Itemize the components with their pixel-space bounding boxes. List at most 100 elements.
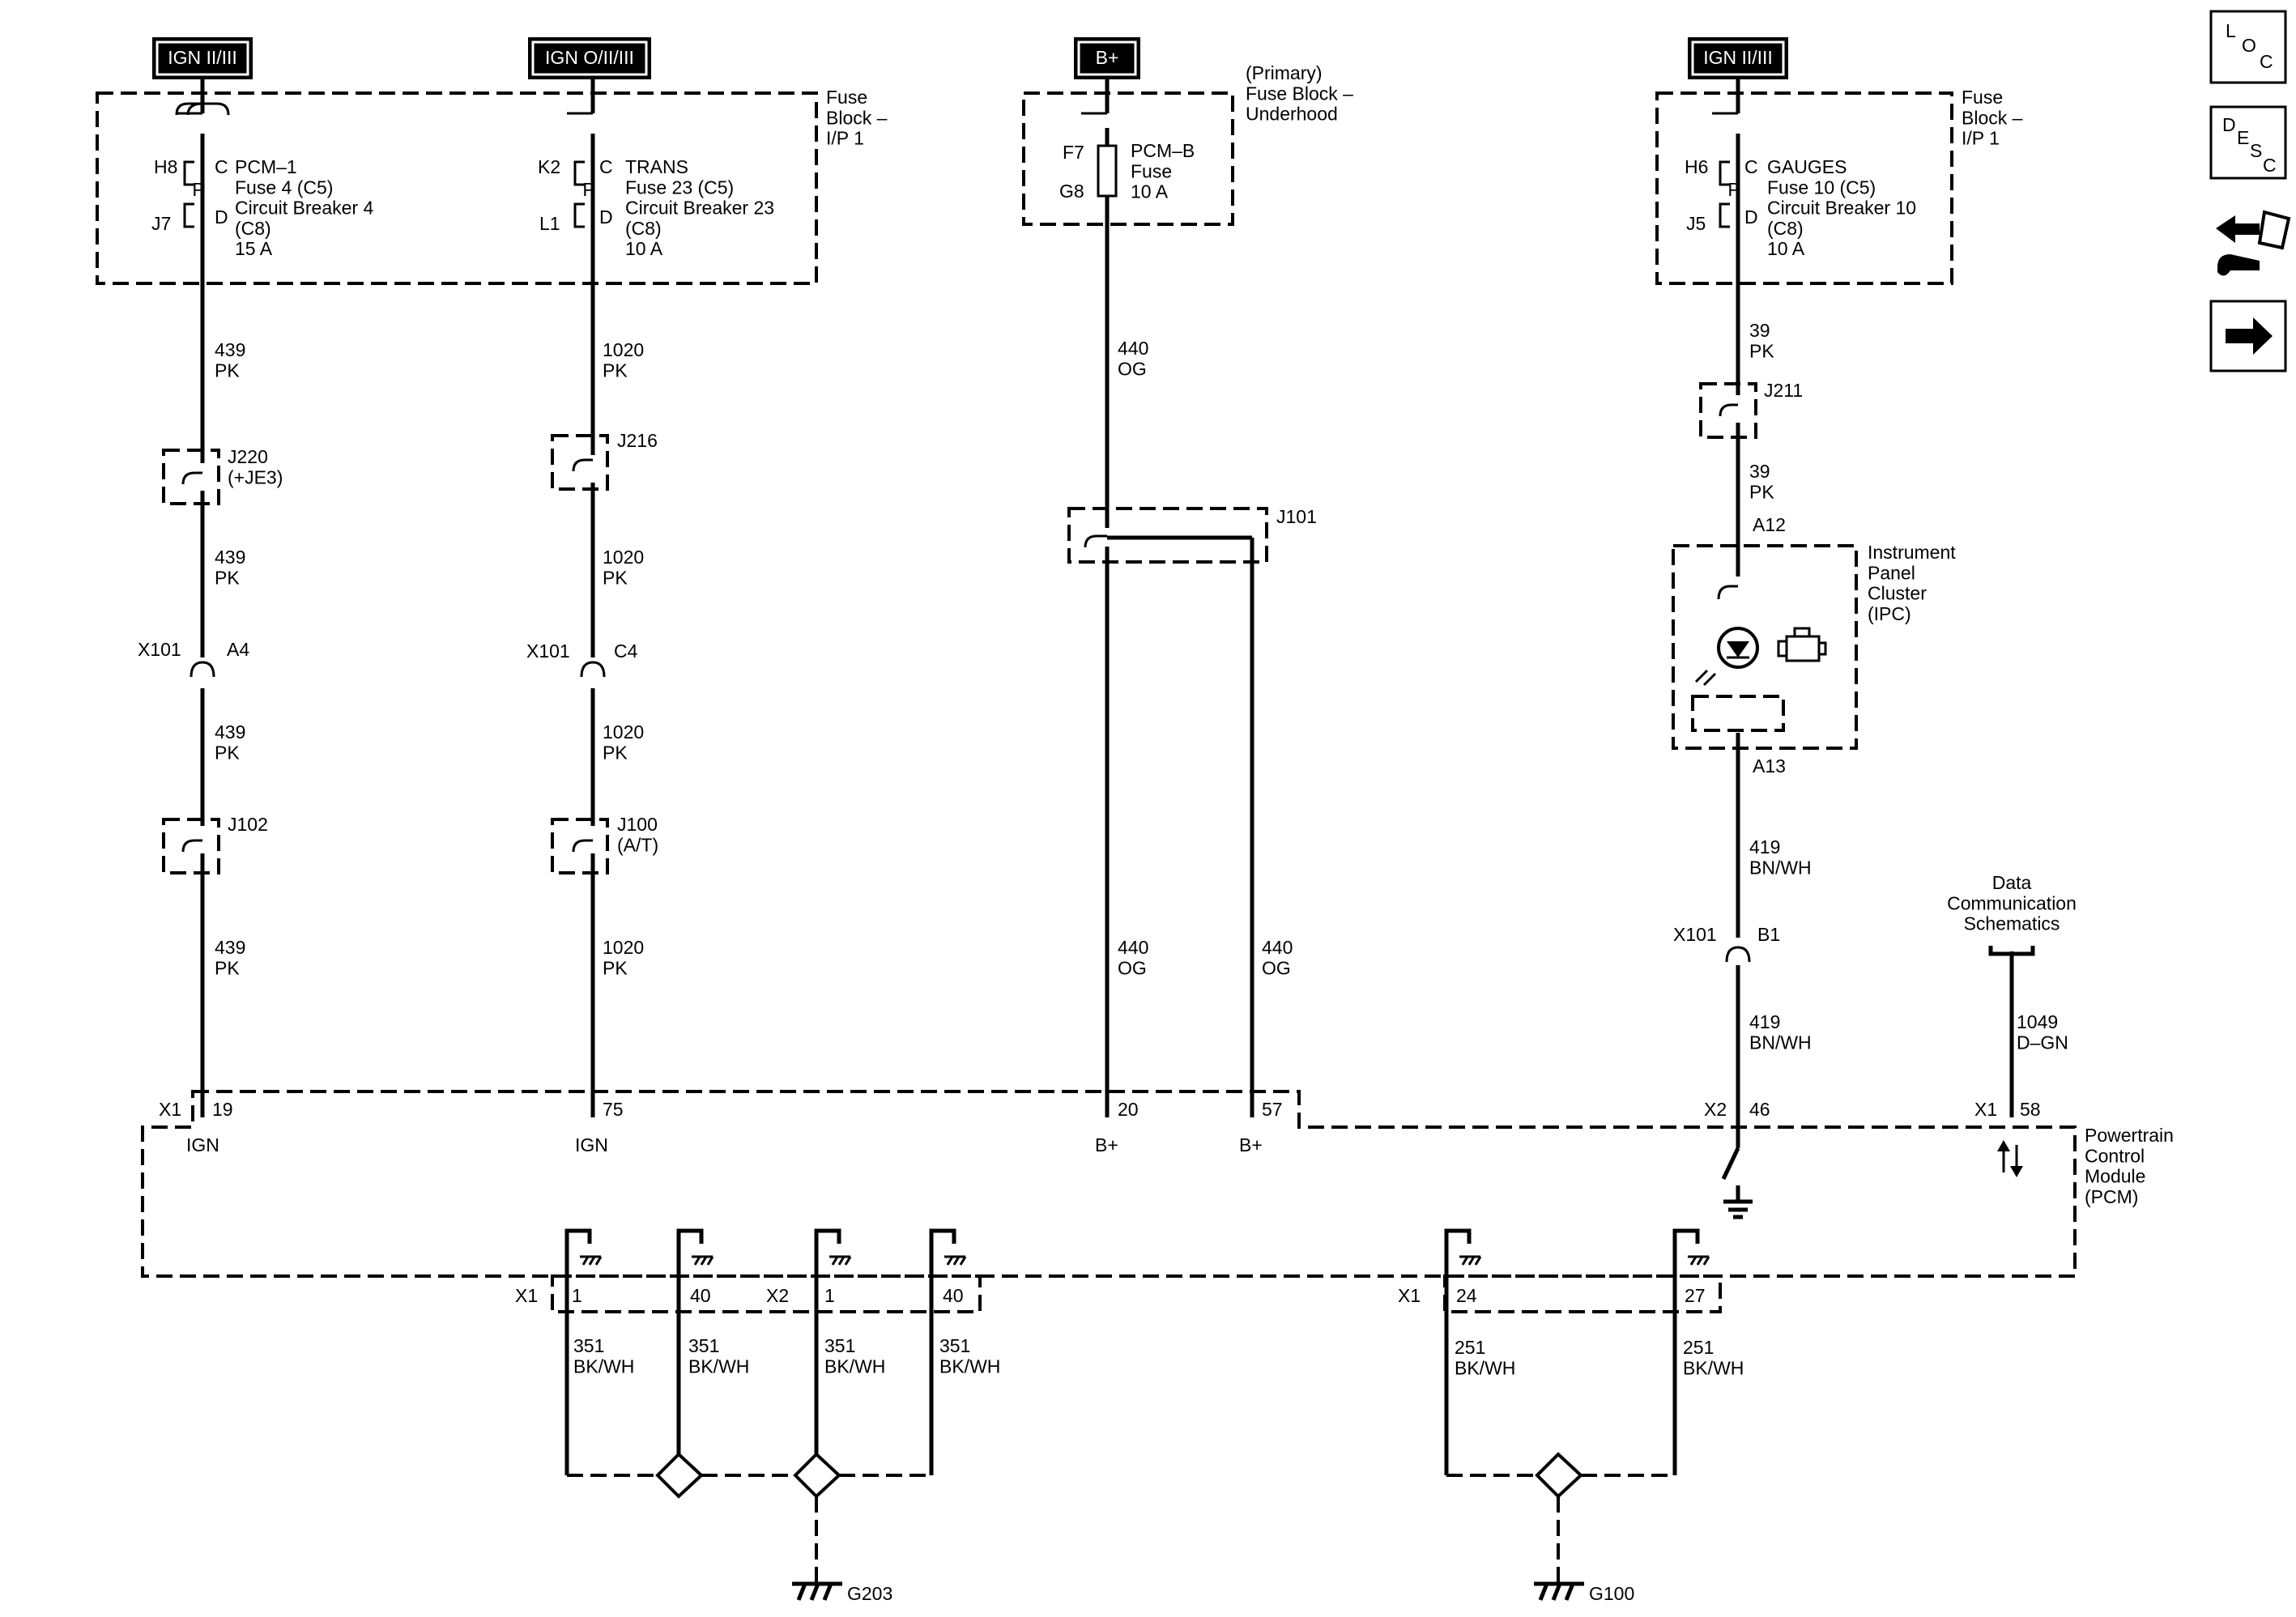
svg-text:P: P	[582, 179, 594, 200]
battery-source: B+	[1074, 37, 1140, 79]
splice-j100: J100(A/T)	[551, 814, 658, 874]
svg-text:1: 1	[572, 1285, 582, 1306]
fuse-block-ip-left	[96, 91, 818, 285]
svg-text:D: D	[1744, 206, 1758, 228]
inline-connector-x101-c4: X101 C4	[526, 640, 638, 678]
svg-text:1: 1	[824, 1285, 835, 1306]
location-button[interactable]: L O C	[2209, 10, 2287, 84]
svg-text:P: P	[192, 179, 204, 200]
svg-text:F7: F7	[1063, 142, 1084, 163]
svg-text:H8: H8	[154, 156, 177, 177]
svg-text:B+: B+	[1239, 1134, 1263, 1155]
svg-text:X1: X1	[1398, 1285, 1421, 1306]
splice-j211: J211	[1699, 380, 1803, 439]
svg-text:A12: A12	[1753, 514, 1786, 535]
svg-text:H6: H6	[1685, 156, 1708, 177]
svg-text:75: 75	[603, 1099, 624, 1120]
svg-text:J216: J216	[617, 430, 658, 451]
description-button[interactable]: D E S C	[2209, 105, 2287, 180]
svg-text:IGN II/III: IGN II/III	[1703, 47, 1773, 68]
pcm-ground-pins: X1 1 40 X2 1 40 X1 24 27	[515, 1228, 1722, 1475]
svg-text:C: C	[2263, 155, 2277, 176]
splice-j101: J101	[1067, 506, 1317, 564]
inline-connector-x101-a4: X101 A4	[138, 639, 249, 678]
svg-text:L1: L1	[539, 213, 560, 234]
svg-text:C4: C4	[614, 640, 638, 662]
fuse-block-underhood-label: (Primary)Fuse Block –Underhood	[1246, 62, 1353, 125]
tools-icon[interactable]	[2216, 210, 2291, 276]
svg-text:X1: X1	[1974, 1099, 1997, 1120]
svg-text:J100(A/T): J100(A/T)	[617, 814, 658, 855]
svg-text:G203: G203	[847, 1583, 892, 1604]
svg-text:24: 24	[1456, 1285, 1477, 1306]
svg-text:58: 58	[2020, 1099, 2041, 1120]
ground-distribution-g100: G100	[1445, 1360, 1676, 1604]
svg-text:C: C	[215, 156, 228, 177]
svg-text:A4: A4	[227, 639, 249, 660]
svg-text:57: 57	[1262, 1099, 1283, 1120]
svg-text:C: C	[1744, 156, 1758, 177]
svg-text:B+: B+	[1096, 47, 1119, 68]
svg-text:X1: X1	[159, 1099, 181, 1120]
svg-text:20: 20	[1118, 1099, 1139, 1120]
svg-text:J101: J101	[1276, 506, 1317, 527]
svg-text:L: L	[2226, 20, 2236, 41]
svg-text:J7: J7	[151, 213, 171, 234]
svg-text:40: 40	[943, 1285, 964, 1306]
check-engine-icon	[1777, 627, 1827, 662]
svg-text:X101: X101	[526, 640, 570, 662]
svg-text:J5: J5	[1686, 213, 1706, 234]
svg-text:G8: G8	[1059, 181, 1084, 202]
svg-text:J211: J211	[1764, 380, 1803, 401]
svg-text:D: D	[215, 206, 228, 228]
svg-text:X2: X2	[766, 1285, 789, 1306]
svg-text:S: S	[2250, 140, 2262, 161]
svg-text:IGN: IGN	[186, 1134, 219, 1155]
svg-text:J220(+JE3): J220(+JE3)	[228, 446, 283, 487]
splice-j220: J220(+JE3)	[162, 446, 283, 505]
svg-text:C: C	[599, 156, 613, 177]
svg-text:46: 46	[1749, 1099, 1770, 1120]
svg-text:B+: B+	[1095, 1134, 1118, 1155]
svg-text:X101: X101	[1673, 924, 1717, 945]
svg-text:G100: G100	[1589, 1583, 1634, 1604]
svg-text:B1: B1	[1757, 924, 1780, 945]
svg-text:IGN II/III: IGN II/III	[168, 47, 237, 68]
ign-source-2: IGN O/II/III	[528, 37, 651, 79]
svg-text:O: O	[2242, 35, 2256, 56]
svg-text:X2: X2	[1704, 1099, 1727, 1120]
svg-text:K2: K2	[538, 156, 560, 177]
svg-text:19: 19	[212, 1099, 233, 1120]
svg-text:40: 40	[690, 1285, 711, 1306]
ign-source-1: IGN II/III	[152, 37, 253, 79]
svg-text:A13: A13	[1753, 755, 1786, 777]
svg-text:27: 27	[1685, 1285, 1706, 1306]
arrow-right-icon[interactable]	[2209, 300, 2287, 372]
